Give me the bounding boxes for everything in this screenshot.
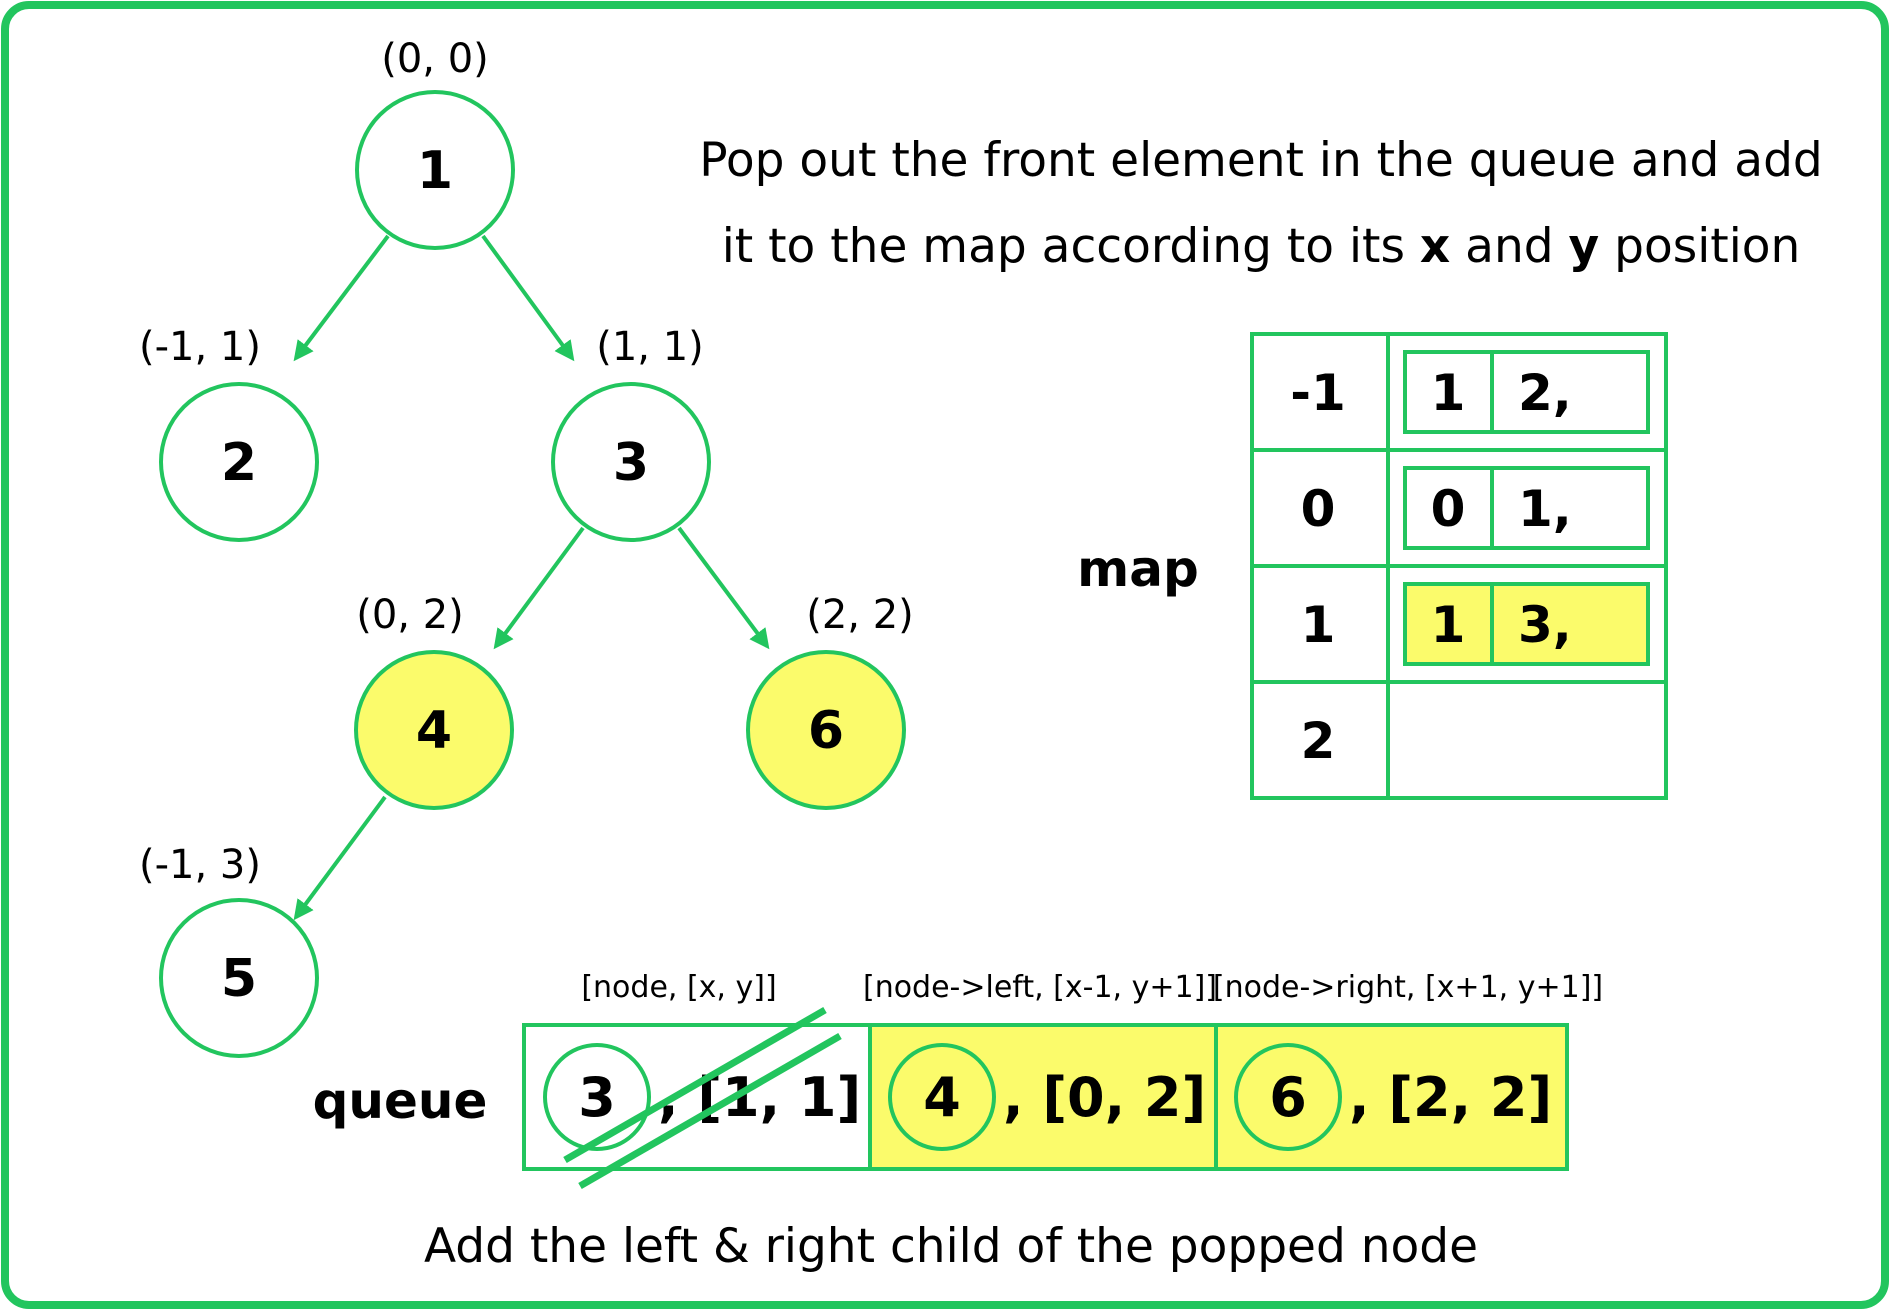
coord-label: (-1, 3) — [139, 842, 261, 888]
node-circle — [159, 898, 319, 1058]
queue-node-circle — [543, 1043, 651, 1151]
map-entry-box-highlighted — [1403, 582, 1650, 666]
map-key: 2 — [1301, 712, 1336, 770]
map-entry-box — [1403, 350, 1650, 434]
coord-label: (2, 2) — [806, 592, 914, 638]
tree-node-4: (0, 2) 4 — [354, 592, 514, 810]
map-entry-box — [1403, 466, 1650, 550]
map-entry-b: 1, — [1518, 480, 1572, 538]
map-row-1: 1 1 3, — [1301, 582, 1650, 666]
tree-node-1: (0, 0) 1 — [355, 36, 515, 250]
tree-edges — [293, 234, 770, 921]
queue-node-pos: , [0, 2] — [1003, 1066, 1206, 1129]
queue-label: queue — [313, 1072, 488, 1130]
tree-node-2: (-1, 1) 2 — [139, 324, 319, 542]
strike-line — [578, 1032, 842, 1190]
instruction-line-2-a: it to the map according to its — [722, 219, 1420, 274]
map-key: -1 — [1290, 364, 1346, 422]
tree-node-6: (2, 2) 6 — [746, 592, 914, 810]
map-key: 0 — [1301, 480, 1336, 538]
map-entry-a: 1 — [1431, 596, 1466, 654]
coord-label: (0, 2) — [356, 592, 464, 638]
node-value: 2 — [221, 433, 257, 493]
edge-3-4 — [493, 526, 585, 650]
instruction-x: x — [1420, 219, 1450, 274]
map-label: map — [1077, 540, 1199, 598]
node-circle — [354, 650, 514, 810]
node-value: 3 — [613, 433, 649, 493]
queue-item-1: 4 , [0, 2] — [888, 1043, 1206, 1151]
edge-1-2 — [293, 234, 390, 362]
map-entry-a: 1 — [1431, 364, 1466, 422]
node-value: 1 — [417, 141, 453, 201]
queue-header-right: [node->right, [x+1, y+1]] — [1213, 970, 1603, 1005]
edge-3-6 — [677, 526, 770, 650]
coord-label: (1, 1) — [596, 324, 704, 370]
instruction-line-2: it to the map according to its x and y p… — [722, 219, 1801, 274]
map-entry-a: 0 — [1431, 480, 1466, 538]
edge-4-5 — [293, 795, 387, 921]
map-row-neg1: -1 1 2, — [1290, 350, 1650, 434]
map-row-0: 0 0 1, — [1301, 466, 1650, 550]
instruction-y: y — [1569, 219, 1600, 274]
node-circle — [551, 382, 711, 542]
map-entry-b: 2, — [1518, 364, 1572, 422]
queue-node-value: 6 — [1269, 1066, 1307, 1129]
tree-node-5: (-1, 3) 5 — [139, 842, 319, 1058]
queue-node-circle — [888, 1043, 996, 1151]
popped-strike-marks — [563, 1006, 842, 1190]
queue-node-value: 3 — [578, 1066, 616, 1129]
edge-1-3 — [481, 234, 575, 362]
map-entry-b: 3, — [1518, 596, 1572, 654]
coord-label: (-1, 1) — [139, 324, 261, 370]
coord-label: (0, 0) — [381, 36, 489, 82]
queue-node-circle — [1234, 1043, 1342, 1151]
node-value: 6 — [808, 701, 844, 761]
queue-item-2: 6 , [2, 2] — [1234, 1043, 1552, 1151]
map-row-2: 2 — [1301, 712, 1336, 770]
instruction-line-1: Pop out the front element in the queue a… — [699, 133, 1823, 188]
node-circle — [746, 650, 906, 810]
node-value: 5 — [221, 949, 257, 1009]
instruction-line-2-b: and — [1450, 219, 1568, 274]
queue-header-node: [node, [x, y]] — [581, 970, 776, 1005]
tree-node-3: (1, 1) 3 — [551, 324, 711, 542]
queue-cell-1 — [868, 1023, 1218, 1171]
node-circle — [355, 90, 515, 250]
strike-line — [563, 1006, 827, 1164]
map-key: 1 — [1301, 596, 1336, 654]
queue-node-value: 4 — [923, 1066, 961, 1129]
queue-cell-2 — [1214, 1023, 1569, 1171]
node-value: 4 — [416, 701, 452, 761]
caption: Add the left & right child of the popped… — [424, 1219, 1478, 1274]
queue-header-left: [node->left, [x-1, y+1]] — [863, 970, 1217, 1005]
queue-node-pos: , [2, 2] — [1349, 1066, 1552, 1129]
node-circle — [159, 382, 319, 542]
instruction-line-2-c: position — [1599, 219, 1800, 274]
